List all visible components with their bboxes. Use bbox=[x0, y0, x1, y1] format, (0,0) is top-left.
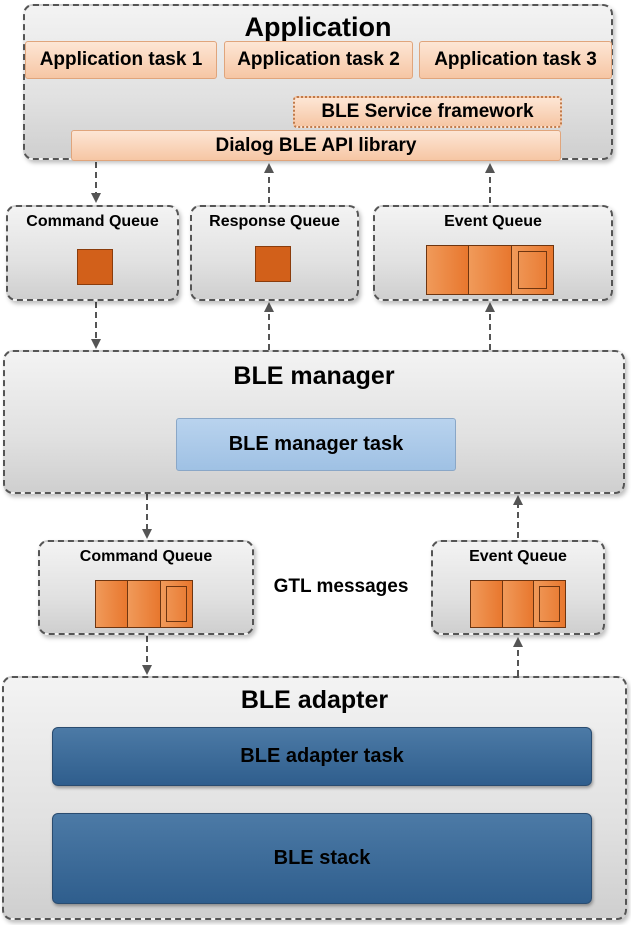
event-queue-slot bbox=[471, 581, 503, 627]
dialog-ble-api-library: Dialog BLE API library bbox=[71, 130, 561, 161]
gtl-command-queue-items bbox=[95, 580, 193, 628]
event-queue-slot-empty bbox=[511, 246, 553, 294]
gtl-command-queue-title: Command Queue bbox=[79, 548, 213, 565]
ble-stack: BLE stack bbox=[52, 813, 592, 904]
ble-manager-task: BLE manager task bbox=[176, 418, 456, 471]
application-task-2: Application task 2 bbox=[224, 41, 413, 79]
upper-event-queue-items bbox=[426, 245, 554, 295]
upper-command-queue-title: Command Queue bbox=[26, 213, 159, 230]
ble-adapter-title: BLE adapter bbox=[240, 686, 389, 714]
gtl-event-queue: Event Queue bbox=[431, 540, 605, 635]
upper-response-queue-title: Response Queue bbox=[209, 213, 340, 230]
ble-manager-title: BLE manager bbox=[233, 362, 395, 390]
ble-manager-group: BLE manager BLE manager task bbox=[3, 350, 625, 494]
upper-event-queue: Event Queue bbox=[373, 205, 613, 301]
application-task-3: Application task 3 bbox=[419, 41, 612, 79]
response-queue-item bbox=[255, 246, 291, 282]
command-queue-item bbox=[77, 249, 113, 285]
gtl-command-queue: Command Queue bbox=[38, 540, 254, 635]
event-queue-slot bbox=[502, 581, 535, 627]
upper-response-queue: Response Queue bbox=[190, 205, 359, 301]
gtl-event-queue-items bbox=[470, 580, 566, 628]
ble-adapter-group: BLE adapter BLE adapter task BLE stack bbox=[2, 676, 627, 920]
ble-service-framework: BLE Service framework bbox=[293, 96, 562, 128]
command-queue-slot bbox=[96, 581, 129, 627]
gtl-event-queue-title: Event Queue bbox=[469, 548, 567, 565]
upper-command-queue: Command Queue bbox=[6, 205, 179, 301]
gtl-messages-label: GTL messages bbox=[273, 576, 409, 597]
event-queue-slot bbox=[427, 246, 470, 294]
command-queue-slot-empty bbox=[160, 581, 192, 627]
command-queue-slot bbox=[128, 581, 161, 627]
application-title: Application bbox=[244, 12, 392, 42]
application-task-1: Application task 1 bbox=[25, 41, 217, 79]
event-queue-slot-empty bbox=[534, 581, 566, 627]
ble-adapter-task: BLE adapter task bbox=[52, 727, 592, 786]
upper-event-queue-title: Event Queue bbox=[444, 213, 542, 230]
event-queue-slot bbox=[469, 246, 512, 294]
